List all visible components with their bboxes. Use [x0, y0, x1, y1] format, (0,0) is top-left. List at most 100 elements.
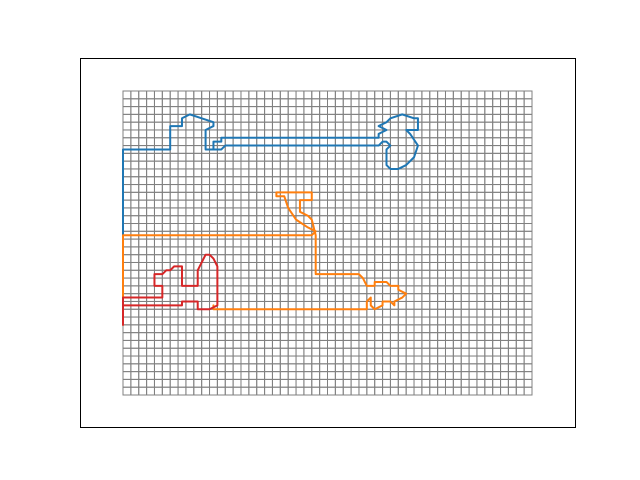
grid-cell [287, 238, 297, 248]
grid-cell [342, 223, 352, 232]
grid-cell [295, 355, 305, 365]
grid-cell [240, 386, 250, 396]
grid-cell [358, 137, 368, 147]
grid-cell [264, 355, 273, 365]
grid-cell [319, 215, 329, 225]
grid-cell [130, 137, 140, 147]
grid-cell [295, 300, 305, 310]
grid-cell [468, 145, 478, 154]
grid-cell [437, 215, 446, 225]
grid-cell [334, 160, 344, 170]
grid-cell [476, 160, 486, 170]
grid-cell [232, 378, 242, 388]
grid-cell [177, 90, 187, 100]
grid-cell [232, 168, 242, 178]
grid-cell [271, 90, 281, 100]
grid-cell [279, 238, 289, 248]
grid-cell [429, 137, 439, 147]
grid-cell [421, 355, 431, 365]
grid-cell [358, 339, 368, 349]
grid-cell [240, 324, 250, 334]
grid-cell [153, 113, 163, 123]
grid-cell [161, 378, 171, 388]
grid-cell [169, 90, 179, 100]
grid-cell [161, 371, 171, 380]
grid-cell [271, 168, 281, 178]
grid-cell [201, 363, 211, 373]
grid-cell [161, 332, 171, 341]
grid-cell [130, 246, 140, 256]
grid-cell [224, 355, 234, 365]
grid-cell [452, 230, 462, 240]
grid-cell [350, 293, 360, 302]
grid-cell [287, 363, 297, 373]
grid-cell [287, 246, 297, 256]
grid-cell [460, 285, 470, 295]
grid-cell [177, 293, 187, 302]
grid-cell [460, 355, 470, 365]
grid-cell [138, 386, 148, 396]
grid-cell [413, 339, 423, 349]
grid-cell [437, 113, 446, 123]
grid-cell [405, 363, 415, 373]
grid-cell [507, 355, 517, 365]
grid-cell [177, 223, 187, 232]
grid-cell [201, 199, 211, 209]
grid-cell [224, 168, 234, 178]
grid-cell [468, 363, 478, 373]
grid-cell [185, 215, 195, 225]
grid-cell [224, 261, 234, 271]
grid-cell [295, 285, 305, 295]
grid-cell [444, 386, 454, 396]
grid-cell [303, 363, 313, 373]
grid-cell [319, 207, 329, 217]
grid-cell [201, 106, 211, 115]
grid-cell [437, 160, 446, 170]
grid-cell [460, 386, 470, 396]
grid-cell [405, 300, 415, 310]
grid-cell [216, 347, 226, 357]
grid-cell [350, 199, 360, 209]
grid-cell [138, 363, 148, 373]
grid-cell [177, 324, 187, 334]
grid-cell [287, 254, 297, 263]
grid-cell [413, 363, 423, 373]
grid-cell [342, 261, 352, 271]
grid-cell [319, 324, 329, 334]
grid-cell [319, 230, 329, 240]
grid-cell [382, 230, 391, 240]
grid-cell [452, 90, 462, 100]
grid-cell [303, 254, 313, 263]
grid-cell [295, 176, 305, 186]
grid-cell [264, 152, 273, 162]
grid-cell [146, 113, 155, 123]
grid-cell [256, 316, 266, 326]
grid-cell [397, 363, 407, 373]
grid-cell [303, 277, 313, 287]
grid-cell [334, 168, 344, 178]
grid-cell [476, 191, 486, 201]
grid-cell [515, 238, 525, 248]
grid-cell [492, 145, 502, 154]
grid-cell [484, 113, 494, 123]
grid-cell [264, 106, 273, 115]
grid-cell [429, 145, 439, 154]
grid-cell [169, 152, 179, 162]
grid-cell [421, 145, 431, 154]
grid-cell [389, 152, 399, 162]
grid-cell [507, 223, 517, 232]
grid-cell [452, 191, 462, 201]
grid-cell [523, 339, 533, 349]
grid-cell [177, 207, 187, 217]
grid-cell [358, 300, 368, 310]
grid-cell [460, 308, 470, 318]
grid-cell [492, 261, 502, 271]
grid-cell [429, 363, 439, 373]
grid-cell [319, 316, 329, 326]
grid-cell [279, 378, 289, 388]
grid-cell [358, 246, 368, 256]
grid-cell [146, 168, 155, 178]
grid-cell [500, 106, 509, 115]
grid-cell [271, 129, 281, 139]
grid-cell [523, 98, 533, 108]
